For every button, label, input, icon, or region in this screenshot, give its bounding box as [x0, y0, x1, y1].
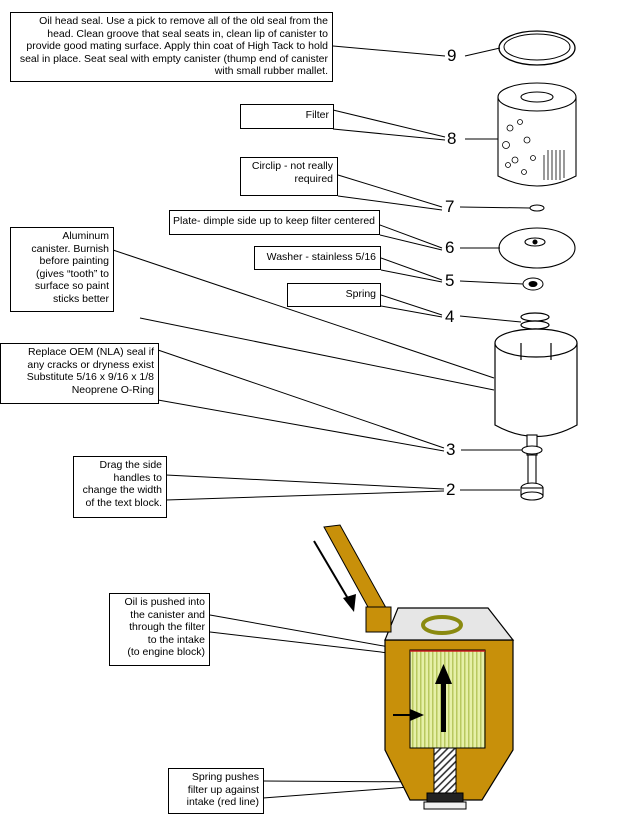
- callout-replace-seal: Replace OEM (NLA) seal if any cracks or …: [0, 343, 159, 404]
- circlip-part: [529, 204, 545, 212]
- callout-spring: Spring: [287, 283, 381, 307]
- callout-drag-handles: Drag the side handles to change the widt…: [73, 456, 167, 518]
- callout-oil-flow: Oil is pushed into the canister and thro…: [109, 593, 210, 666]
- callout-aluminum-canister: Aluminum canister. Burnish before painti…: [10, 227, 114, 312]
- callout-plate: Plate- dimple side up to keep filter cen…: [169, 210, 380, 235]
- part-number-6: 6: [445, 238, 455, 257]
- filter-head: [384, 607, 515, 641]
- callout-line: Washer - stainless 5/16: [266, 251, 376, 263]
- callout-line: Replace OEM (NLA) seal if: [27, 346, 154, 358]
- callout-line: Neoprene O-Ring: [71, 383, 154, 396]
- filter-cartridge-part: [497, 82, 577, 187]
- callout-line: provide good mating surface. Apply thin …: [26, 40, 328, 52]
- callout-line: (gives “tooth” to: [36, 267, 109, 280]
- canister-part: [494, 328, 578, 438]
- callout-spring-pushes: Spring pushes filter up against intake (…: [168, 768, 264, 814]
- callout-line: change the width: [82, 484, 162, 496]
- callout-line: any cracks or dryness exist: [27, 358, 154, 371]
- inlet-pipe: [323, 524, 391, 619]
- callout-line: Substitute 5/16 x 9/16 x 1/8: [26, 371, 154, 383]
- part-number-4: 4: [445, 307, 455, 326]
- callout-line: Filter: [305, 109, 329, 121]
- filter-element: [409, 649, 486, 749]
- seal-ring-part: [498, 30, 576, 66]
- callout-line: seal in place. Seat seal with empty cani…: [19, 52, 328, 65]
- callout-line: Circlip - not really: [251, 160, 333, 172]
- callout-filter: Filter: [240, 104, 334, 129]
- head-seal-ring: [421, 615, 463, 635]
- callout-line: the canister and: [130, 608, 205, 621]
- callout-line: Spring: [345, 288, 376, 300]
- callout-oil-head-seal: Oil head seal. Use a pick to remove all …: [10, 12, 333, 82]
- callout-line: intake (red line): [186, 796, 259, 808]
- callout-line: required: [294, 172, 333, 185]
- cutaway-diagram: [323, 524, 515, 810]
- part-number-9: 9: [447, 46, 457, 65]
- callout-line: (to engine block): [127, 646, 205, 658]
- callout-washer: Washer - stainless 5/16: [254, 246, 381, 270]
- callout-line: sticks better: [52, 292, 109, 305]
- callout-line: Oil is pushed into: [124, 596, 205, 608]
- callout-circlip: Circlip - not really required: [240, 157, 338, 196]
- callout-line: handles to: [113, 471, 162, 484]
- washer-part: [522, 277, 544, 291]
- part-number-3: 3: [446, 440, 456, 459]
- base-foot: [423, 801, 467, 810]
- callout-line: with small rubber mallet.: [214, 65, 328, 77]
- part-number-5: 5: [445, 271, 455, 290]
- callout-line: surface so paint: [34, 280, 109, 292]
- callout-line: Plate- dimple side up to keep filter cen…: [173, 215, 375, 227]
- callout-line: Oil head seal. Use a pick to remove all …: [39, 15, 328, 27]
- plate-part: [498, 227, 576, 269]
- cutaway-spring: [433, 747, 457, 794]
- leader-lines: [112, 45, 531, 799]
- callout-line: head. Clean groove that seal seats in, c…: [47, 27, 328, 40]
- inlet-fitting: [365, 606, 392, 633]
- part-number-7: 7: [445, 197, 455, 216]
- callout-line: Spring pushes: [191, 771, 259, 783]
- bolt-part: [520, 434, 544, 501]
- callout-line: filter up against: [187, 783, 259, 796]
- callout-line: to the intake: [147, 633, 205, 646]
- callout-line: through the filter: [129, 621, 205, 633]
- base-plate: [426, 792, 464, 803]
- part-number-2: 2: [446, 480, 456, 499]
- callout-line: Drag the side: [99, 459, 162, 471]
- callout-line: canister. Burnish: [31, 242, 109, 255]
- callout-line: before painting: [39, 255, 109, 267]
- part-number-8: 8: [447, 129, 457, 148]
- callout-line: Aluminum: [62, 230, 109, 242]
- callout-line: of the text block.: [85, 496, 162, 509]
- flow-arrows: [313, 540, 452, 732]
